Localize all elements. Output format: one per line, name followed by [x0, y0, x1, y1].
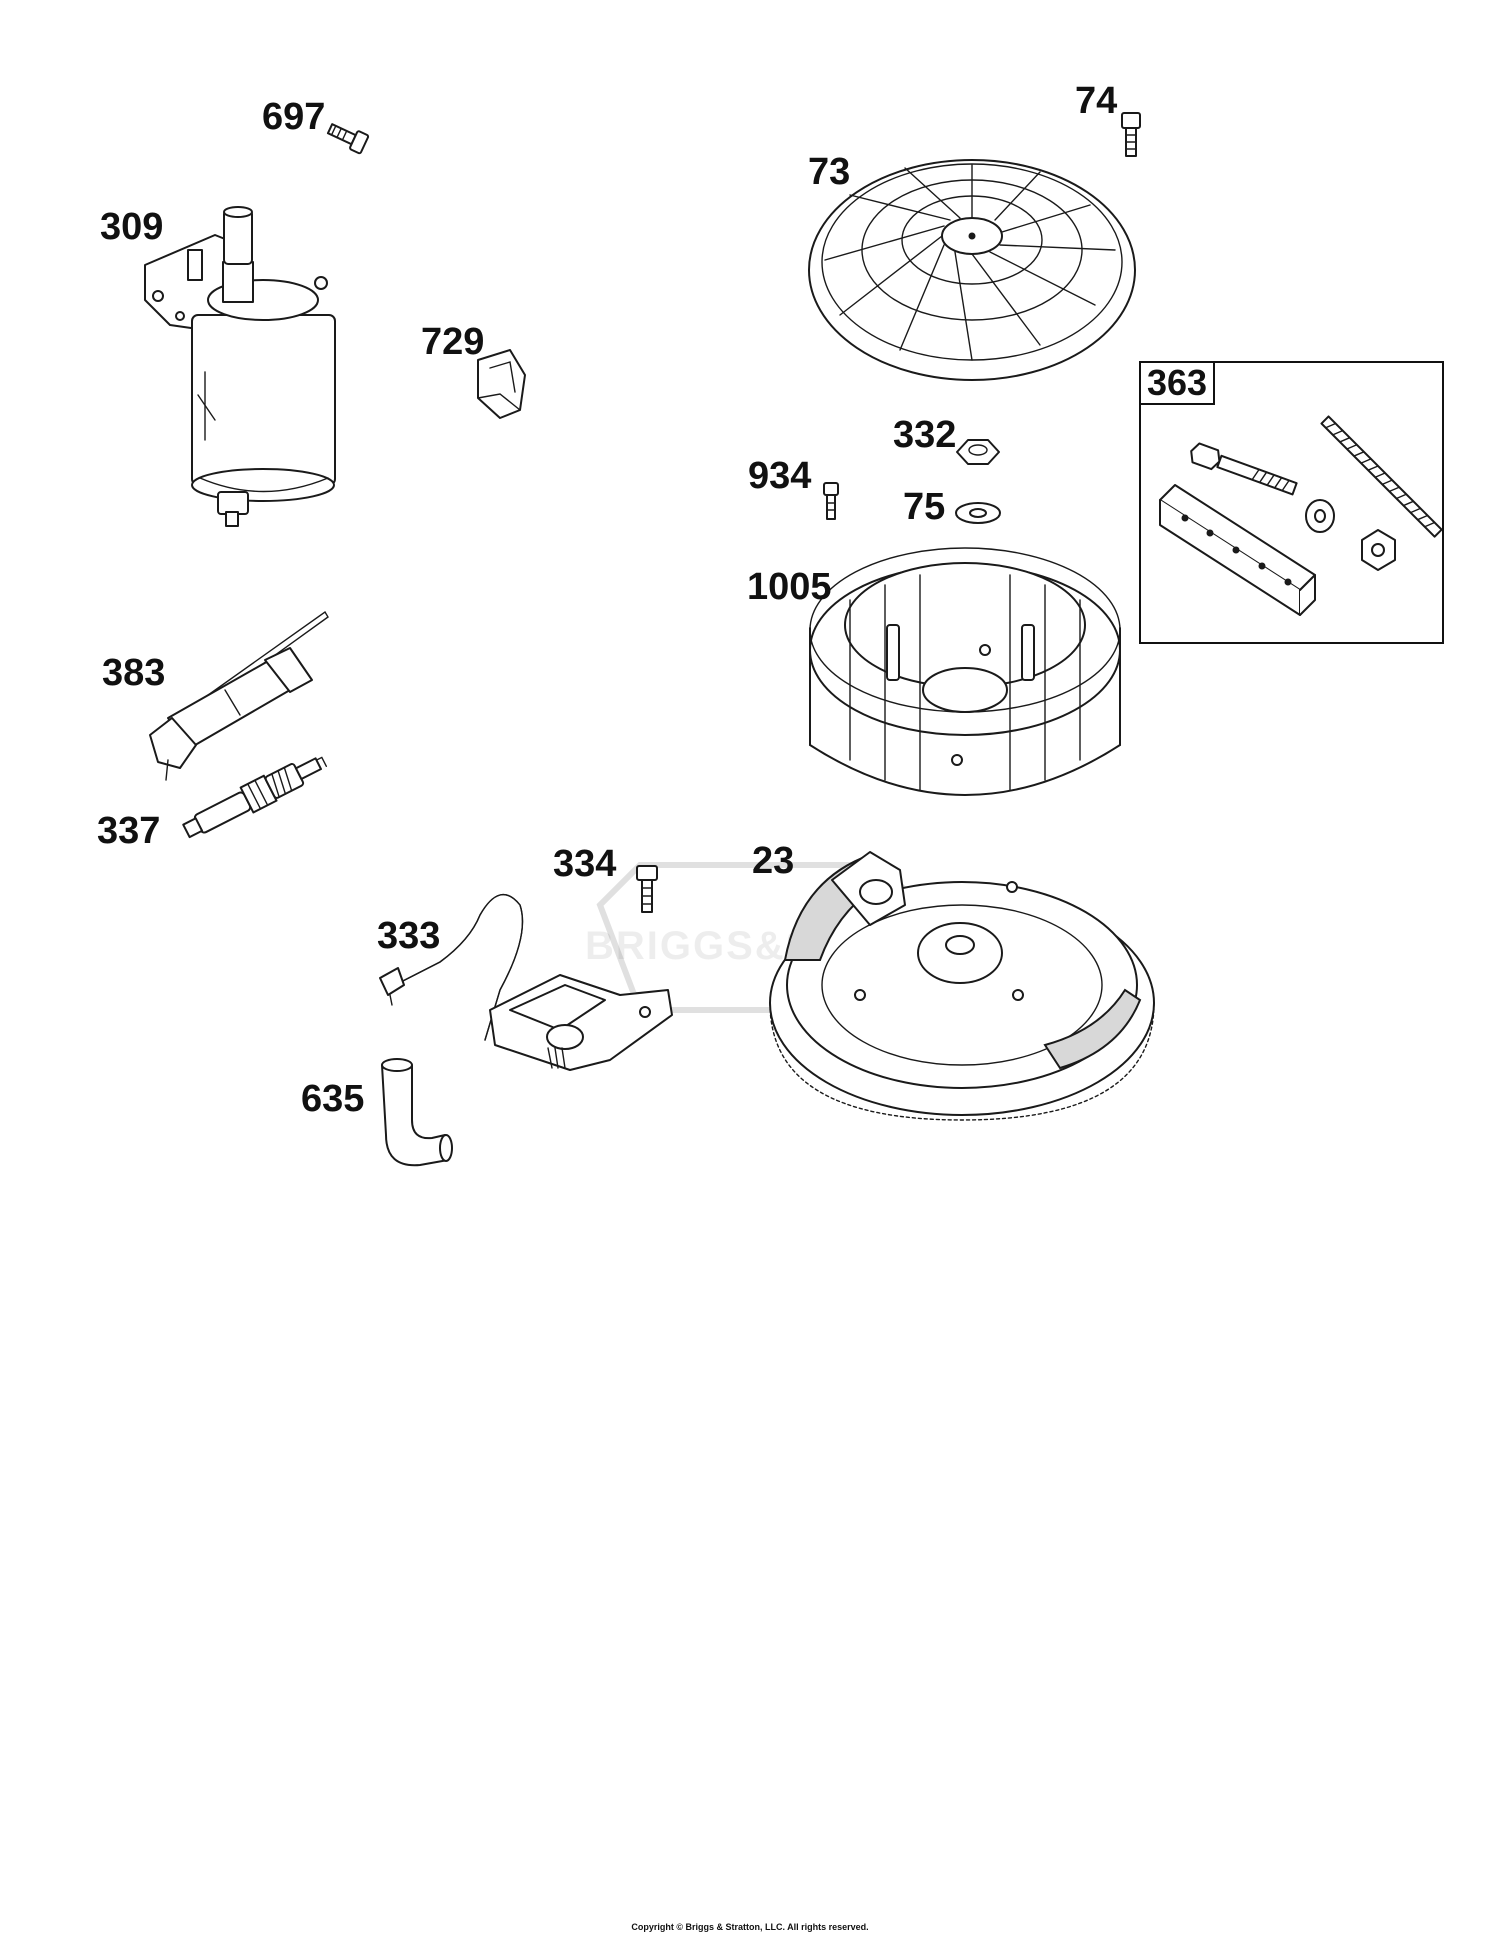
- callout-333[interactable]: 333: [377, 915, 441, 957]
- callout-332[interactable]: 332: [893, 414, 957, 456]
- part-73-rotating-screen[interactable]: [808, 159, 1136, 381]
- callout-934[interactable]: 934: [748, 455, 812, 497]
- part-309-electric-starter[interactable]: [144, 206, 336, 527]
- part-74-screen-screw[interactable]: [1121, 112, 1141, 157]
- kit-363-box: [1139, 361, 1444, 644]
- part-934-screw[interactable]: [823, 482, 839, 520]
- callout-383[interactable]: 383: [102, 652, 166, 694]
- callout-74[interactable]: 74: [1075, 80, 1118, 122]
- part-697-starter-screw[interactable]: [326, 120, 370, 155]
- callout-697[interactable]: 697: [262, 96, 326, 138]
- callout-1005[interactable]: 1005: [747, 566, 832, 608]
- callout-337[interactable]: 337: [97, 810, 161, 852]
- kit-363-label[interactable]: 363: [1141, 363, 1216, 405]
- callout-729[interactable]: 729: [421, 321, 485, 363]
- part-383-spark-plug-wrench[interactable]: [149, 610, 329, 781]
- part-23-flywheel[interactable]: [769, 851, 1155, 1121]
- part-337-spark-plug[interactable]: [180, 748, 330, 843]
- part-333-ignition-armature[interactable]: [379, 893, 673, 1071]
- callout-635[interactable]: 635: [301, 1078, 365, 1120]
- part-363-kit-contents[interactable]: [1159, 415, 1443, 616]
- part-635-spark-plug-boot[interactable]: [381, 1058, 453, 1167]
- copyright-notice: Copyright © Briggs & Stratton, LLC. All …: [631, 1922, 869, 1932]
- callout-75[interactable]: 75: [903, 486, 946, 528]
- part-75-flywheel-washer[interactable]: [955, 502, 1001, 524]
- callout-334[interactable]: 334: [553, 843, 617, 885]
- callout-309[interactable]: 309: [100, 206, 164, 248]
- callout-23[interactable]: 23: [752, 840, 795, 882]
- callout-73[interactable]: 73: [808, 151, 851, 193]
- part-332-flywheel-nut[interactable]: [956, 439, 1000, 465]
- part-334-armature-screw[interactable]: [636, 865, 658, 913]
- part-729-wire-clip[interactable]: [477, 349, 526, 419]
- part-1005-flywheel-fan[interactable]: [809, 547, 1121, 796]
